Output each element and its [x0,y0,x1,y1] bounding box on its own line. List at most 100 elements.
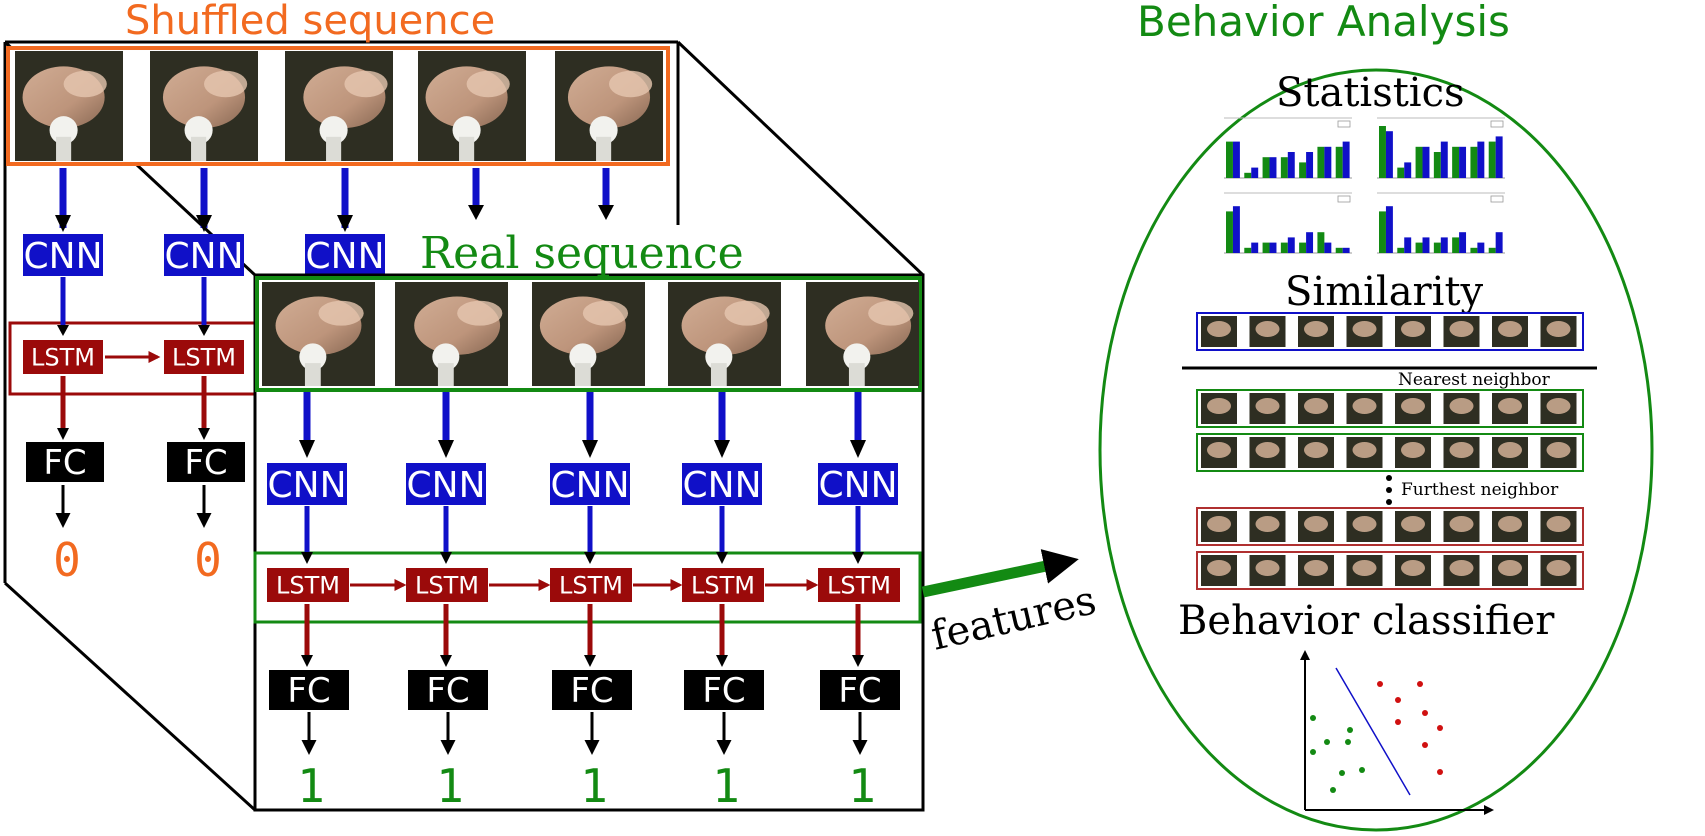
real-lstm-box: LSTM [818,568,900,602]
real-lstm-box-label: LSTM [559,572,623,600]
real-fc-box-label: FC [838,671,881,711]
green-point [1310,715,1316,721]
behavior-classifier-label: Behavior classifier [1178,598,1555,644]
behavior-analysis-panel: Behavior Analysis Statistics Similarity … [1098,0,1654,832]
similarity-strip [1196,551,1584,590]
similarity-thumb-paw [1546,516,1571,532]
classifier-scatter [1300,650,1494,815]
similarity-thumb-paw [1304,560,1328,576]
green-point [1324,739,1330,745]
mini-bar-blue [1459,232,1467,253]
mini-bar-green [1397,167,1405,178]
similarity-thumb-paw [1401,560,1425,576]
similarity-thumb-paw [1498,442,1522,458]
green-point [1310,749,1316,755]
features-arrow [921,549,1079,598]
mini-bar-green [1335,146,1343,178]
shuffled-output: 0 [194,533,222,587]
similarity-strip [1196,433,1584,472]
similarity-thumb-paw [1304,516,1328,532]
furthest-neighbor-label: Furthest neighbor [1401,480,1559,500]
shuffled-lstm-box: LSTM [164,340,244,374]
mini-bar-green [1488,141,1496,178]
statistics-mini-chart [1224,117,1352,179]
classifier-points [1310,681,1443,793]
real-arrowhead [440,552,452,564]
similarity-thumb-paw [1304,321,1328,337]
real-arrowhead [584,552,596,564]
shuffled-fc-box: FC [167,442,245,483]
similarity-strip [1196,312,1584,351]
mini-bar-blue [1324,242,1332,253]
red-point [1395,719,1401,725]
shuffled-fc-box-label: FC [184,443,227,483]
green-point [1345,739,1351,745]
mini-bar-green [1452,237,1460,253]
similarity-thumb-paw [1498,398,1522,414]
real-arrowhead [440,655,452,667]
similarity-thumb-paw [1255,442,1280,458]
real-cnn-box: CNN [406,463,486,506]
mini-bar-blue [1404,162,1412,178]
vertical-ellipsis [1386,475,1392,505]
similarity-thumb-paw [1207,516,1231,532]
mini-bar-green [1397,247,1405,253]
mini-bar-green [1262,242,1270,253]
similarity-thumb-paw [1207,442,1231,458]
shuffled-arrowhead [198,428,210,440]
real-lstm-box-label: LSTM [415,572,479,600]
real-frame [668,282,781,386]
similarity-thumb-paw [1352,398,1377,414]
shuffled-cnn-box: CNN [164,234,244,277]
similarity-thumb-paw [1207,398,1231,414]
mini-bar-blue [1495,136,1503,178]
red-point [1437,725,1443,731]
green-point [1330,787,1336,793]
shuffled-frame [285,51,393,161]
similarity-thumb-paw [1255,321,1280,337]
classifier-decision-boundary [1335,667,1411,796]
similarity-thumb-paw [1352,321,1377,337]
mini-bar-green [1226,211,1233,253]
green-point [1339,770,1345,776]
mini-bar-green [1226,141,1233,178]
mini-bar-green [1433,152,1441,178]
similarity-thumb-paw [1449,516,1474,532]
mini-bar-blue [1477,242,1485,253]
analysis-title: Behavior Analysis [1137,0,1510,46]
mini-bar-green [1470,146,1478,178]
mini-bar-blue [1269,242,1277,253]
real-lstm-box: LSTM [550,568,632,602]
mini-bar-green [1379,126,1386,178]
mini-bar-green [1335,247,1343,253]
similarity-thumb-paw [1352,560,1377,576]
mini-bar-green [1317,232,1325,253]
shuffled-frame [418,51,526,161]
similarity-thumb-paw [1401,516,1425,532]
mini-chart-legend [1490,195,1504,203]
real-arrowhead [584,655,596,667]
real-arrowhead [582,440,598,458]
similarity-thumb-paw [1449,398,1474,414]
similarity-strip [1196,389,1584,428]
real-cnn-box-label: CNN [551,465,630,506]
shuffled-cnn-box-label: CNN [24,236,103,277]
mini-bar-green [1488,247,1496,253]
shuffled-arrowhead [598,205,614,220]
real-frame [262,282,375,386]
similarity-thumb-paw [1304,398,1328,414]
analysis-ellipse [1098,68,1654,832]
real-arrowhead [850,440,866,458]
similarity-thumb-paw [1546,321,1571,337]
real-lstm-box-label: LSTM [276,572,340,600]
shuffled-frame [15,51,123,161]
mini-bar-blue [1422,237,1430,253]
real-arrowhead [716,552,728,564]
mini-bar-green [1379,211,1386,253]
mini-bar-blue [1440,237,1448,253]
shuffled-arrowhead [468,205,484,220]
shuffled-cnn-box: CNN [23,234,103,277]
mini-bar-blue [1342,247,1350,253]
mini-bar-green [1415,242,1423,253]
real-arrowhead [299,440,315,458]
